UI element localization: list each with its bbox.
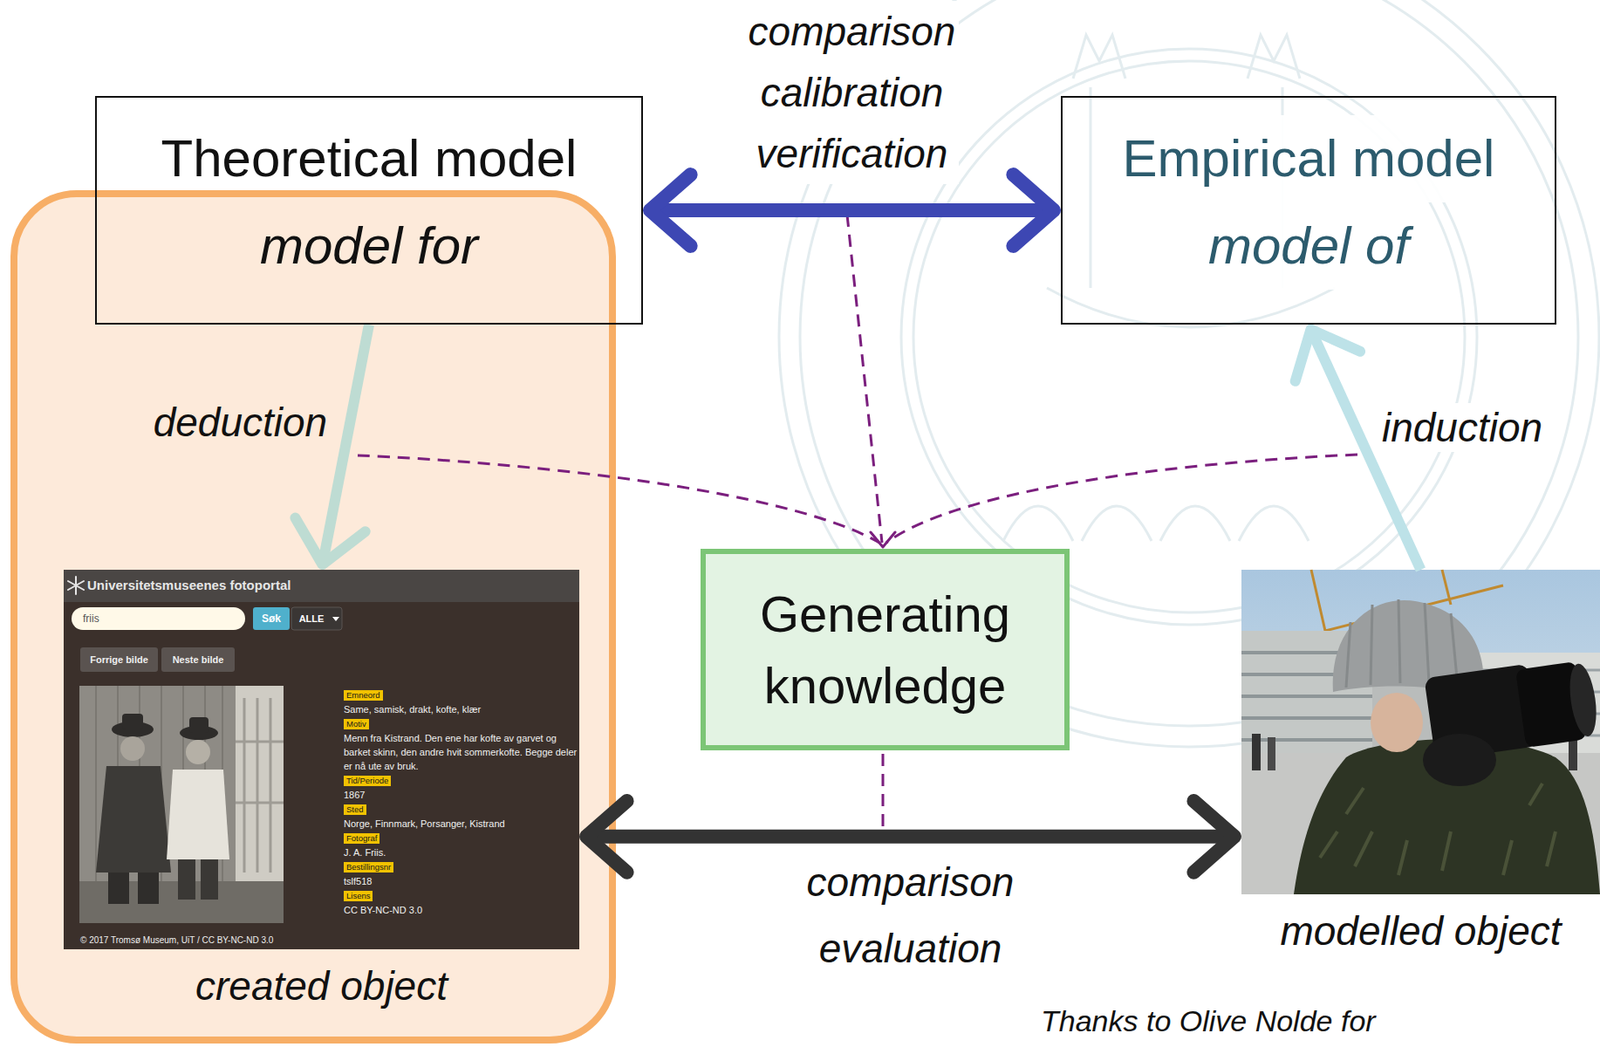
field-value: tslf518: [343, 874, 578, 889]
connector-line: [649, 203, 1054, 218]
field-tag: Emneord: [343, 690, 383, 701]
historic-photo: [79, 685, 284, 924]
field-tag: Bestillingsnr: [343, 861, 394, 873]
edge-label: comparison calibration verification: [745, 0, 960, 185]
object-caption: created object: [46, 961, 597, 1011]
knowledge-arrowhead: [870, 532, 896, 548]
field-value: Norge, Finnmark, Porsanger, Kistrand: [343, 816, 578, 831]
created-object-frame: created object: [63, 569, 580, 950]
modelled-object-frame: modelled object: [1241, 569, 1600, 895]
model-box: Empirical modelmodel of: [1060, 95, 1557, 325]
edge-label: deduction: [150, 397, 332, 447]
field-tag: Motiv: [343, 718, 370, 730]
button-label: Neste bilde: [161, 647, 235, 672]
arrowhead: [1193, 800, 1235, 873]
button-label: ALLE: [291, 607, 332, 630]
node-text: model for: [259, 202, 479, 290]
object-caption: modelled object: [1223, 906, 1600, 956]
arrowhead: [1012, 174, 1054, 247]
node-text: Empirical model: [1117, 115, 1501, 203]
node-text: Generating knowledge: [716, 578, 1054, 722]
model-box: Theoretical modelmodel for: [95, 95, 643, 325]
field-value: CC BY-NC-ND 3.0: [343, 902, 578, 917]
button-label: Søk: [252, 607, 290, 630]
arrowhead: [649, 174, 691, 247]
field-value: 1867: [343, 787, 578, 802]
connector: [649, 174, 1054, 247]
modelled-object-photo: [1241, 569, 1600, 895]
search-text: friis: [82, 610, 100, 627]
field-value: Same, samisk, drakt, kofte, klær: [343, 702, 578, 717]
metadata-list: EmneordSame, samisk, drakt, kofte, klærM…: [343, 687, 578, 917]
credit-note: Thanks to Olive Nolde for: [1040, 1003, 1376, 1039]
field-tag: Lisens: [343, 890, 373, 902]
arrowhead: [1295, 328, 1361, 381]
field-value: J. A. Friis.: [343, 845, 578, 860]
screenshot-backdrop: [63, 569, 580, 950]
field-tag: Tid/Periode: [343, 775, 391, 787]
field-tag: Fotograf: [343, 833, 380, 844]
node-text: model of: [1203, 202, 1415, 290]
button-label: Forrige bilde: [80, 647, 158, 672]
knowledge-box: Generating knowledge: [700, 548, 1070, 751]
edge-label: comparison evaluation: [803, 848, 1019, 982]
arrowhead: [586, 800, 628, 873]
portal-title: Universitetsmuseenes fotoportal: [87, 576, 291, 595]
connector-line: [586, 829, 1235, 844]
edge-label: induction: [1378, 403, 1546, 452]
highlight-region: [13, 193, 613, 1040]
node-text: Theoretical model: [161, 115, 578, 203]
arrowhead: [294, 518, 365, 566]
field-tag: Sted: [343, 804, 367, 815]
field-value: Menn fra Kistrand. Den ene har kofte av …: [343, 731, 578, 773]
copyright-note: © 2017 Tromsø Museum, UiT / CC BY-NC-ND …: [80, 934, 274, 947]
